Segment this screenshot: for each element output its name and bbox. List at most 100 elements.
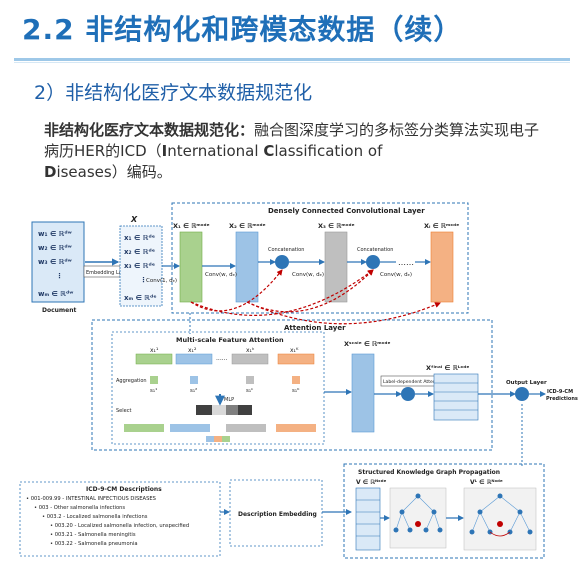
x1-block	[179, 231, 203, 303]
icd-item-1: • 001-009.99 - INTESTINAL INFECTIOUS DIS…	[26, 496, 156, 502]
select-row-blue	[170, 424, 210, 432]
x3-block	[324, 231, 348, 303]
output-layer-label: Output Layer	[506, 380, 547, 386]
desc-text: 融合图深度学习的多标签分类算法实现电子病历HER的ICD（	[44, 121, 540, 160]
prediction-label-2: Predictions	[546, 396, 578, 402]
desc-word-classification: lassification of	[274, 142, 383, 160]
title-underline-thin	[14, 62, 570, 63]
mlp-strip-mid	[226, 405, 238, 415]
agg-box-4	[292, 376, 300, 384]
dense-conv-layer-title: Densely Connected Convolutional Layer	[268, 207, 425, 215]
desc-letter-i: I	[161, 142, 168, 160]
s-label-3: x₁ᵏ	[246, 347, 255, 354]
description-embedding-box	[229, 479, 323, 547]
select-row-green	[124, 424, 164, 432]
v-label: V ∈ ℝᴺˣᵈᵉ	[356, 479, 387, 486]
agg-label-4: s₁ᴷ	[292, 387, 300, 394]
description-embedding-label: Description Embedding	[238, 511, 317, 518]
dense-skip-4	[246, 301, 441, 325]
agg-label-2: s₁²	[190, 387, 197, 394]
v-block	[355, 487, 381, 551]
doc-row-5: wₘ ∈ ℝᵈʷ	[38, 290, 73, 298]
x2-block	[235, 231, 259, 303]
x2-label: X₂ ∈ ℝᵐˣᵈᵉ	[229, 222, 266, 230]
label-attn-label: Label-dependent Attention	[383, 379, 445, 385]
conv4-label: Conv(w, dₑ)	[380, 272, 412, 278]
agg-box-1	[150, 376, 158, 384]
aggregation-label: Aggregation	[116, 378, 147, 384]
select-row-orange	[276, 424, 316, 432]
desc-word-diseases: iseases）编码。	[56, 163, 172, 181]
graph-2-edges	[471, 495, 531, 533]
knowledge-graph-title: Structured Knowledge Graph Propagation	[358, 469, 500, 476]
x-matrix-label: X	[130, 215, 138, 224]
mlp-strip-light	[212, 405, 226, 415]
graph-1-highlight	[415, 521, 421, 527]
icd-descriptions-box	[19, 481, 221, 557]
x-row-4: ⋮	[140, 276, 147, 284]
x-row-1: x₁ ∈ ℝᵈᵉ	[124, 234, 155, 242]
feature-row-green	[135, 353, 173, 365]
icd-item-6: • 003.22 - Salmonella pneumonia	[50, 541, 138, 547]
conv3-label: Conv(w, dₑ)	[292, 272, 324, 278]
dense-skip-2	[190, 269, 374, 316]
graph-2-nodes	[469, 493, 533, 535]
s-label-2: x₁²	[188, 347, 197, 354]
output-node	[515, 387, 529, 401]
icd-item-4: • 003.20 - Localized salmonella infectio…	[50, 523, 189, 529]
concat-label-2: Concatenation	[357, 247, 393, 253]
graph-2-propagation	[489, 531, 511, 537]
selected-mix-2	[214, 436, 222, 442]
graph-1-edges	[395, 495, 441, 531]
label-attn-node	[401, 387, 415, 401]
vl-label: Vᴸ ∈ ℝᴺˣᵈᵉ	[470, 479, 503, 486]
agg-box-3	[246, 376, 254, 384]
s-label-4: x₁ᴷ	[290, 347, 299, 354]
slide-title: 2.2 非结构化和跨模态数据（续）	[22, 13, 463, 46]
attention-layer-title: Attention Layer	[284, 324, 346, 332]
x-row-5: xₘ ∈ ℝᵈᵉ	[124, 294, 157, 302]
feature-row-orange	[277, 353, 315, 365]
description-paragraph: 非结构化医疗文本数据规范化：融合图深度学习的多标签分类算法实现电子病历HER的I…	[44, 120, 544, 183]
feature-row-gray	[231, 353, 269, 365]
icd-item-3: • 003.2 - Localized salmonella infection…	[42, 514, 148, 520]
agg-label-1: s₁¹	[150, 387, 157, 394]
concat-label-1: Concatenation	[268, 247, 304, 253]
xfinal-label: Xᶠⁱⁿᵃˡ ∈ ℝᴸˣᵈᵉ	[426, 364, 469, 372]
conv1-label: Conv(1, dₑ)	[146, 278, 177, 284]
doc-row-2: w₂ ∈ ℝᵈʷ	[38, 244, 72, 252]
concat-node-1	[275, 255, 289, 269]
conv2-label: Conv(w, dₑ)	[205, 272, 237, 278]
document-box	[31, 221, 85, 303]
attention-layer-box	[91, 319, 493, 451]
selected-mix-3	[222, 436, 230, 442]
agg-label-3: s₁ᵏ	[246, 387, 253, 394]
graph-2-highlight	[497, 521, 503, 527]
dense-conv-layer-box	[171, 202, 469, 314]
dense-skip-1	[190, 269, 283, 312]
x3-label: X₃ ∈ ℝᵐˣᵈᵉ	[318, 222, 355, 230]
select-row-gray	[226, 424, 266, 432]
graph-1-nodes	[393, 493, 443, 533]
slide-subtitle: 2）非结构化医疗文本数据规范化	[34, 82, 313, 104]
desc-bold-lead: 非结构化医疗文本数据规范化：	[44, 121, 255, 139]
agg-box-2	[190, 376, 198, 384]
embedding-layer-label: Embedding Layer	[86, 270, 131, 276]
conv-dots: ……	[398, 258, 414, 267]
msfa-box	[111, 331, 325, 445]
desc-letter-c: C	[263, 142, 275, 160]
icd-item-2: • 003 - Other salmonella infections	[34, 505, 125, 511]
doc-row-3: w₃ ∈ ℝᵈʷ	[38, 258, 72, 266]
x1-label: X₁ ∈ ℝᵐˣᵈᵉ	[173, 222, 210, 230]
select-label: Select	[116, 408, 131, 414]
title-underline	[14, 58, 570, 61]
desc-word-international: nternational	[167, 142, 264, 160]
prediction-label-1: ICD-9-CM	[547, 389, 573, 395]
xl-block	[430, 231, 454, 303]
knowledge-graph-box	[343, 463, 545, 559]
msfa-dots-1: ······	[216, 357, 228, 364]
selected-mix-1	[206, 436, 214, 442]
xscale-block	[351, 353, 375, 433]
s-label-1: x₁¹	[150, 347, 159, 354]
